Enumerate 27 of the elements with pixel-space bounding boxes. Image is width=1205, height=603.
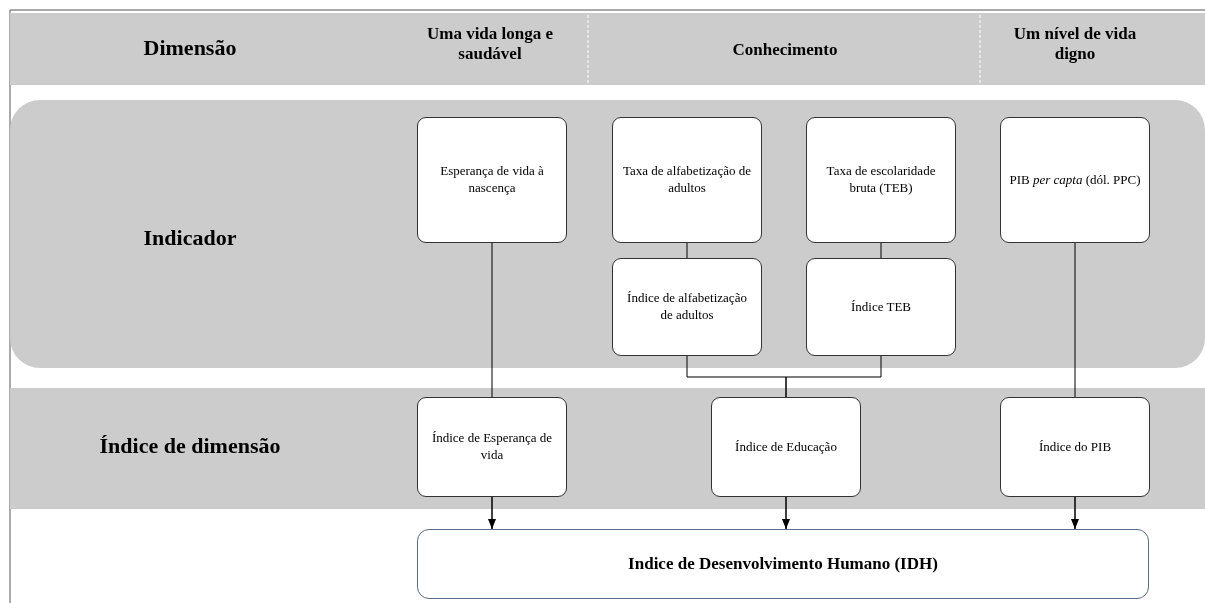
connector-line	[686, 242, 688, 259]
indicator-box: Índice do PIB	[1000, 397, 1150, 497]
arrow	[487, 496, 497, 530]
indicator-box: Taxa de escolaridade bruta (TEB)	[806, 117, 956, 243]
connector-line	[785, 355, 882, 398]
connector-line	[491, 242, 493, 398]
result-box: Indice de Desenvolvimento Humano (IDH)	[417, 529, 1149, 599]
indicator-box: Taxa de alfabetização de adultos	[612, 117, 762, 243]
row-heading: Indicador	[142, 225, 238, 252]
indicator-box: Índice de Educação	[711, 397, 861, 497]
column-heading: Conhecimento	[731, 40, 839, 61]
column-heading: Uma vida longa e saudável	[425, 24, 555, 65]
indicator-box: Esperança de vida à nascença	[417, 117, 567, 243]
arrow	[781, 496, 791, 530]
arrow	[1070, 496, 1080, 530]
connector-line	[880, 242, 882, 259]
column-heading: Um nível de vida digno	[1012, 24, 1138, 65]
band-background	[10, 100, 1205, 368]
band-background	[10, 388, 1205, 509]
band-background	[10, 13, 1205, 85]
band-heading: Dimensão	[142, 35, 238, 62]
indicator-box: Índice de alfabetização de adultos	[612, 258, 762, 356]
indicator-box: Índice TEB	[806, 258, 956, 356]
indicator-box: PIB per capta (dól. PPC)	[1000, 117, 1150, 243]
row-heading: Índice de dimensão	[98, 433, 282, 460]
indicator-box: Índice de Esperança de vida	[417, 397, 567, 497]
connector-line	[1074, 242, 1076, 398]
